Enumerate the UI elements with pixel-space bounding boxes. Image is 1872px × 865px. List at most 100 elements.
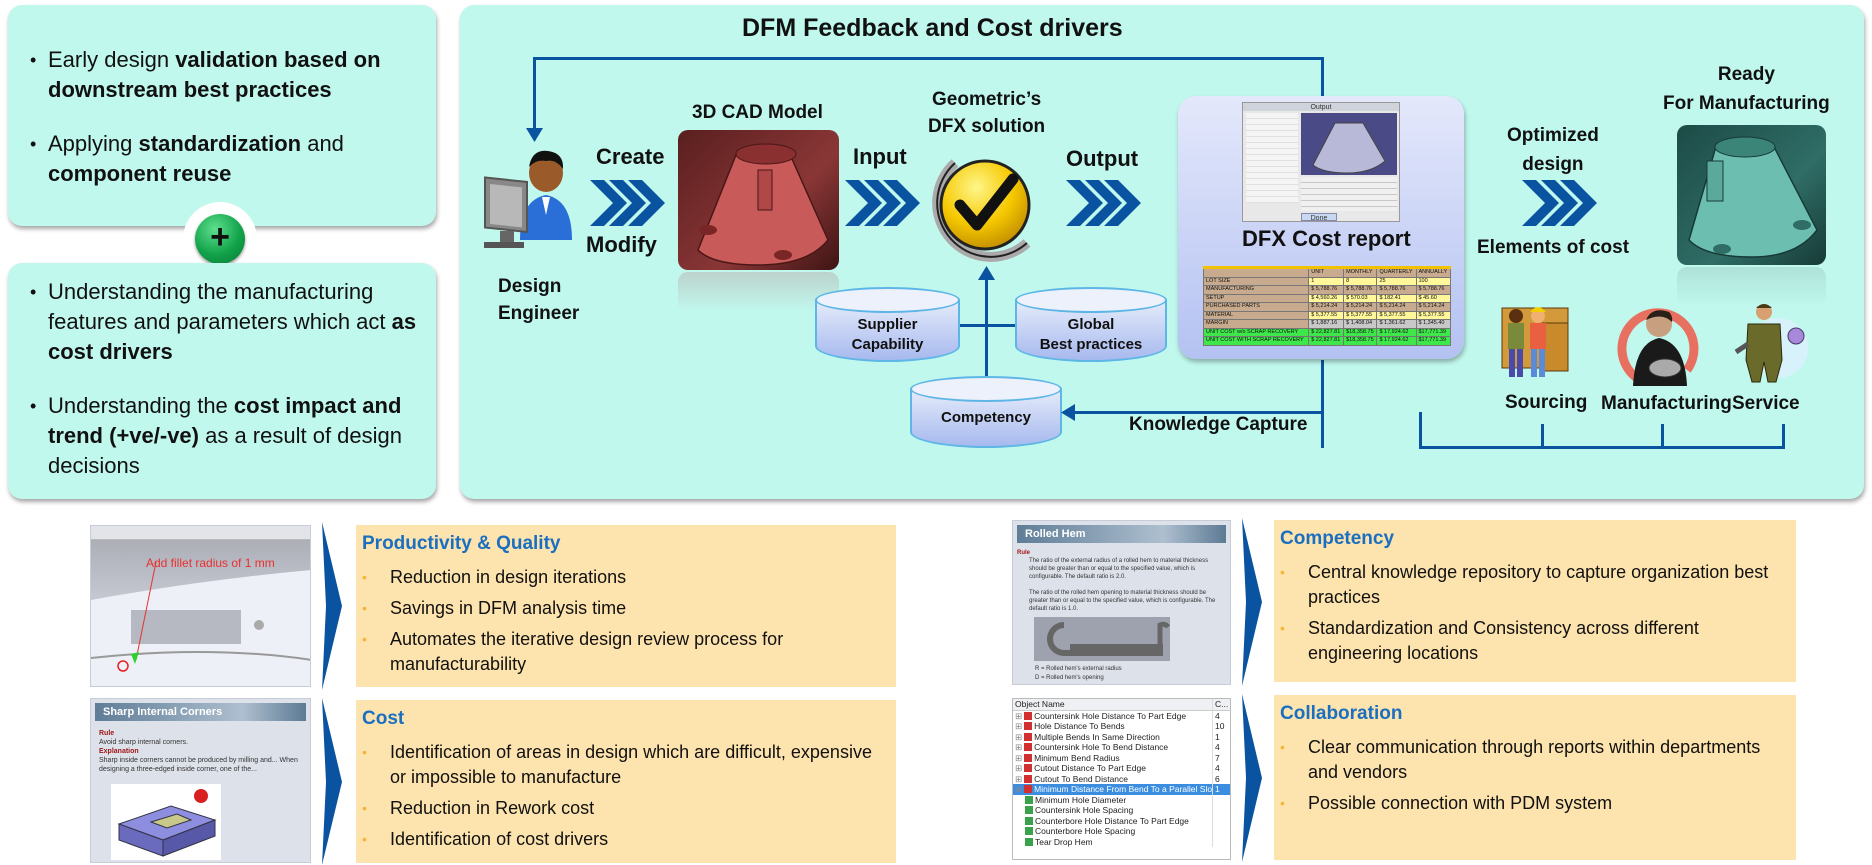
benefits-panel-top: Early design validation based on downstr… <box>8 5 436 226</box>
cost-element-manufacturing: Manufacturing <box>1601 393 1732 414</box>
cost-table-cell: $ 5,377.55 <box>1343 310 1378 320</box>
benefits-list-top: Early design validation based on downstr… <box>30 45 430 213</box>
thumb-expl-text: Sharp inside corners cannot be produced … <box>99 757 298 773</box>
card-item: Possible connection with PDM system <box>1280 791 1776 816</box>
dfx-checkmark-icon <box>932 159 1031 262</box>
feedback-line-left <box>533 57 536 133</box>
expand-icon[interactable]: ⊞ <box>1015 731 1023 742</box>
cost-table-row: PURCHASED PARTS$ 5,214.24$ 5,214.24$ 5,2… <box>1202 302 1451 312</box>
feedback-arrowhead <box>526 128 543 142</box>
plus-icon: + <box>195 214 245 264</box>
object-table-row[interactable]: Counterbore Hole Distance To Part Edge <box>1013 815 1230 826</box>
object-table-row-name: ⊞ Multiple Bends In Same Direction <box>1015 732 1212 743</box>
ready-line1: Ready <box>1717 64 1775 85</box>
rolled-hem-thumbnail: Rolled Hem Rule The ratio of the externa… <box>1012 520 1231 685</box>
object-name: Cutout Distance To Part Edge <box>1034 763 1146 773</box>
thumb-rule-text: Avoid sharp internal corners. <box>99 739 188 746</box>
cost-table-row-label: SETUP <box>1202 293 1310 303</box>
pass-icon <box>1025 806 1033 814</box>
optimized-design-line2: design <box>1522 154 1584 175</box>
create-label: Create <box>596 144 665 169</box>
cost-table-cell: $ 5,788.76 <box>1343 285 1378 295</box>
report-window-preview <box>1301 113 1397 175</box>
object-name-table: Object Name C... ⊞Countersink Hole Dista… <box>1012 698 1231 860</box>
service-icon <box>1734 304 1808 383</box>
db-label: Competency <box>940 409 1032 426</box>
expand-icon[interactable]: ⊞ <box>1015 742 1023 752</box>
report-window-done-button[interactable]: Done <box>1301 213 1337 222</box>
thumb-header: Rolled Hem <box>1017 525 1226 543</box>
cost-table-cell: $18,358.75 <box>1343 336 1378 346</box>
cost-table-cell: 100 <box>1415 276 1451 286</box>
thumb-rule-text: The ratio of the external radius of a ro… <box>1029 558 1209 580</box>
benefit-item: Understanding the manufacturing features… <box>30 277 435 367</box>
object-count: 10 <box>1212 721 1230 732</box>
db-label: Global <box>1067 316 1115 333</box>
knowledge-capture-label: Knowledge Capture <box>1129 414 1308 435</box>
object-table-row-name: ⊞Hole Distance To Bends <box>1015 721 1212 732</box>
pass-icon <box>1025 795 1033 804</box>
design-engineer-icon <box>484 150 572 248</box>
expand-icon[interactable]: ⊞ <box>1015 752 1023 763</box>
fail-icon <box>1024 764 1033 772</box>
cost-table-cell: $17,771.39 <box>1415 327 1451 337</box>
object-table-row-name: Countersink Hole Spacing <box>1015 805 1212 816</box>
cost-table-row: SETUP$ 4,560.26$ 570.03$ 182.41$ 45.60 <box>1202 293 1451 303</box>
cad-model-reflection <box>678 272 839 312</box>
benefit-item: Applying standardization and component r… <box>30 129 430 189</box>
fail-icon <box>1024 753 1033 762</box>
cost-table-cell: $ 5,788.76 <box>1415 285 1451 295</box>
card-item: Identification of cost drivers <box>362 827 876 852</box>
chevron-arrow-optimized <box>1522 180 1597 226</box>
object-table-row[interactable]: Minimum Hole Diameter <box>1013 794 1230 806</box>
expand-icon[interactable]: ⊞ <box>1015 763 1023 773</box>
cad-model-image <box>678 130 839 270</box>
cost-elements-line-horizontal <box>1421 446 1785 449</box>
card-title: Collaboration <box>1280 703 1403 724</box>
db-connector-arrowhead <box>978 266 995 280</box>
cost-table-row: UNIT COST w/o SCRAP RECOVERY$ 22,827.81$… <box>1202 327 1451 337</box>
cost-table-cell: $ 182.41 <box>1376 293 1417 303</box>
object-table-row-name: Minimum Hole Diameter <box>1015 795 1212 806</box>
fillet-screenshot-thumbnail: Add fillet radius of 1 mm <box>90 525 311 687</box>
cost-table-cell: 1 <box>1308 276 1345 286</box>
report-window-grid <box>1301 177 1397 211</box>
expand-icon[interactable]: ⊞ <box>1015 773 1023 784</box>
card-item: Central knowledge repository to capture … <box>1280 560 1776 610</box>
fail-icon <box>1024 774 1033 783</box>
cost-table-row-label <box>1202 267 1310 278</box>
object-table-row-name: ⊞ Cutout Distance To Part Edge <box>1015 763 1212 774</box>
sharp-corners-thumbnail: Sharp Internal Corners Rule Avoid sharp … <box>90 698 311 863</box>
object-table-header-name[interactable]: Object Name <box>1015 699 1065 709</box>
object-table-row[interactable]: Counterbore Hole Spacing <box>1013 826 1230 837</box>
object-table-row[interactable]: Countersink Hole Spacing <box>1013 805 1230 816</box>
cost-table-cell: $ 22,827.81 <box>1308 327 1345 337</box>
elements-of-cost-label: Elements of cost <box>1477 237 1630 258</box>
cost-element-sourcing: Sourcing <box>1505 392 1588 413</box>
object-table-header-count[interactable]: C... <box>1212 699 1230 710</box>
object-table-row[interactable]: Tear Drop Hem <box>1013 836 1230 848</box>
object-table-row-name: ⊞Minimum Bend Radius <box>1015 753 1212 764</box>
cost-table-cell: UNIT <box>1308 267 1345 278</box>
cost-table-cell: 8 <box>1343 276 1378 286</box>
object-name: Multiple Bends In Same Direction <box>1034 731 1160 742</box>
db-label: Best practices <box>1039 336 1143 353</box>
object-table-header: Object Name C... <box>1013 699 1230 711</box>
object-table-row-name: Tear Drop Hem <box>1015 837 1212 848</box>
db-connector-horizontal <box>958 324 1016 327</box>
cost-table-cell: $17,771.39 <box>1415 336 1451 346</box>
expand-icon[interactable]: ⊞ <box>1015 710 1023 721</box>
object-table-row[interactable]: ⊞Minimum Distance From Bend To a Paralle… <box>1013 784 1230 795</box>
expand-icon[interactable]: ⊞ <box>1015 784 1023 794</box>
expand-icon[interactable]: ⊞ <box>1015 721 1023 731</box>
